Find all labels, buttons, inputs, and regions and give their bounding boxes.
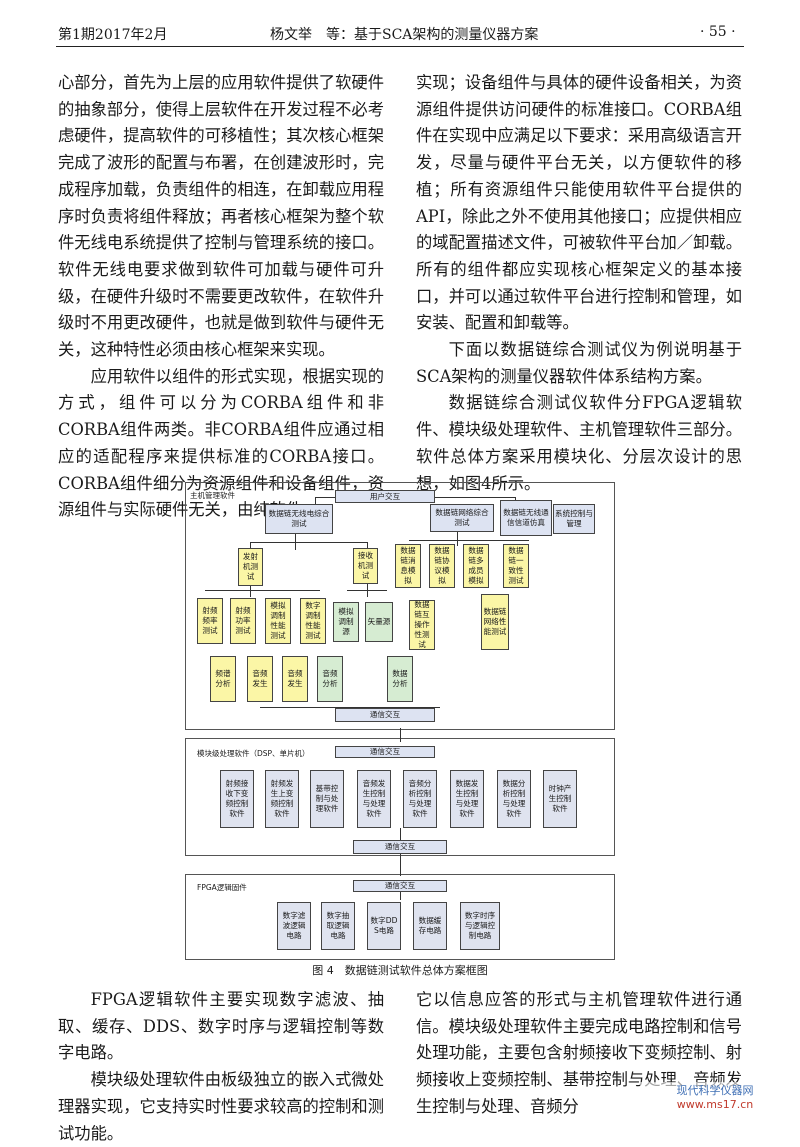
module-software-box: 射频接收下变频控制软件: [220, 770, 254, 828]
fpga-circuit-box: 数字时序与逻辑控制电路: [460, 902, 500, 950]
fpga-firmware-label: FPGA逻辑固件: [197, 883, 247, 892]
module-software-box: 音频分析控制与处理软件: [403, 770, 437, 828]
connector-line: [409, 540, 529, 541]
connector-line: [250, 542, 251, 550]
connector-line: [400, 828, 401, 840]
fpga-circuit-box: 数字抽取逻辑电路: [321, 902, 355, 950]
comm-interaction-box: 通信交互: [335, 746, 435, 758]
rx-child-box: 矢量源: [365, 602, 393, 642]
header-issue: 第1期2017年2月: [58, 27, 168, 43]
system-control-box: 系统控制与管理: [553, 504, 595, 534]
rx-child-box: 模拟调制源: [333, 602, 359, 642]
paragraph: 心部分，首先为上层的应用软件提供了软硬件的抽象部分，使得上层软件在开发过程不必考…: [58, 73, 384, 360]
tx-child-box: 模拟调制性能测试: [265, 598, 291, 644]
header-rule: [56, 46, 744, 47]
comm-interaction-box: 通信交互: [335, 708, 435, 722]
connector-line: [250, 542, 368, 543]
connector-line: [205, 590, 320, 591]
comm-interaction-box: 通信交互: [353, 840, 447, 854]
module-software-label: 模块级处理软件（DSP、单片机）: [197, 749, 310, 758]
connector-line: [347, 590, 387, 591]
module-software-box: 基带控制与处理软件: [310, 770, 344, 828]
bottom-function-box: 数据分析: [387, 656, 413, 702]
bottom-function-box: 音频发生: [282, 656, 308, 702]
paragraph: FPGA逻辑软件主要实现数字滤波、抽取、缓存、DDS、数字时序与逻辑控制等数字电…: [58, 990, 384, 1063]
tx-child-box: 射频频率测试: [197, 598, 223, 644]
paragraph: 数据链综合测试仪软件分FPGA逻辑软件、模块级处理软件、主机管理软件三部分。软件…: [416, 393, 742, 493]
net-child-box: 数据链一致性测试: [503, 544, 529, 588]
connector-line: [367, 582, 368, 597]
tx-child-box: 数字调制性能测试: [300, 598, 326, 644]
connector-line: [457, 532, 458, 546]
net-child-box: 数据链消息模拟: [395, 544, 421, 588]
module-software-box: 时钟产生控制软件: [543, 770, 577, 828]
body-column-left-top: 心部分，首先为上层的应用软件提供了软硬件的抽象部分，使得上层软件在开发过程不必考…: [58, 70, 384, 524]
connector-line: [315, 497, 316, 507]
module-software-box: 数据发生控制与处理软件: [450, 770, 484, 828]
svg-text:www.ms17.cn: www.ms17.cn: [677, 1098, 753, 1111]
connector-line: [367, 542, 368, 550]
paragraph: 下面以数据链综合测试仪为例说明基于SCA架构的测量仪器软件体系结构方案。: [416, 340, 742, 386]
connector-line: [400, 728, 401, 742]
figure-4-block-diagram: 主机管理软件 模块级处理软件（DSP、单片机） FPGA逻辑固件 用户交互 数据…: [185, 482, 615, 977]
network-performance-test-box: 数据链网络性能测试: [481, 594, 509, 650]
net-child-box: 数据链协议模拟: [429, 544, 455, 588]
connector-line: [250, 585, 251, 597]
connector-line: [400, 890, 401, 900]
module-software-box: 音频发生控制与处理软件: [357, 770, 391, 828]
fpga-circuit-box: 数据缓存电路: [413, 902, 447, 950]
figure-caption: 图 4 数据链测试软件总体方案框图: [312, 964, 488, 977]
network-test-box: 数据链网络综合测试: [430, 504, 494, 532]
bottom-function-box: 频谱分析: [210, 656, 236, 702]
module-software-box: 射频发生上变频控制软件: [265, 770, 299, 828]
tx-child-box: 射频功率测试: [230, 598, 256, 644]
bottom-function-box: 音频发生: [247, 656, 273, 702]
paragraph: 实现；设备组件与具体的硬件设备相关，为资源组件提供访问硬件的标准接口。CORBA…: [416, 73, 742, 333]
user-interaction-box: 用户交互: [335, 490, 435, 503]
connector-line: [400, 854, 401, 876]
receiver-test-box: 接收机测试: [353, 548, 378, 584]
interoperability-test-box: 数据链互操作性测试: [409, 600, 435, 650]
site-watermark-logo: 现代科学仪器网 www.ms17.cn: [640, 1082, 790, 1112]
fpga-circuit-box: 数字滤波逻辑电路: [277, 902, 311, 950]
module-software-box: 数据分析控制与处理软件: [497, 770, 531, 828]
page-header: 第1期2017年2月 杨文举 等：基于SCA架构的测量仪器方案 · 55 ·: [0, 0, 800, 48]
header-title: 杨文举 等：基于SCA架构的测量仪器方案: [270, 27, 539, 43]
paragraph: 应用软件以组件的形式实现，根据实现的方式，组件可以分为CORBA组件和非CORB…: [58, 366, 384, 520]
bottom-function-box: 音频分析: [317, 656, 343, 702]
channel-simulation-box: 数据链无线通信信道仿真: [500, 500, 552, 536]
body-column-right-top: 实现；设备组件与具体的硬件设备相关，为资源组件提供访问硬件的标准接口。CORBA…: [416, 70, 742, 497]
comm-interaction-box: 通信交互: [353, 880, 447, 892]
host-software-label: 主机管理软件: [190, 491, 235, 500]
fpga-circuit-box: 数字DDS电路: [367, 902, 401, 950]
svg-text:现代科学仪器网: 现代科学仪器网: [677, 1083, 754, 1097]
header-page-number: · 55 ·: [700, 24, 736, 40]
transmitter-test-box: 发射机测试: [238, 548, 263, 586]
connector-line: [260, 707, 440, 708]
wireless-test-box: 数据链无线电综合测试: [265, 504, 333, 534]
paragraph: 模块级处理软件由板级独立的嵌入式微处理器实现，它支持实时性要求较高的控制和测试功…: [58, 1070, 384, 1143]
body-column-left-bottom: FPGA逻辑软件主要实现数字滤波、抽取、缓存、DDS、数字时序与逻辑控制等数字电…: [58, 987, 384, 1147]
net-child-box: 数据链多成员模拟: [463, 544, 489, 588]
